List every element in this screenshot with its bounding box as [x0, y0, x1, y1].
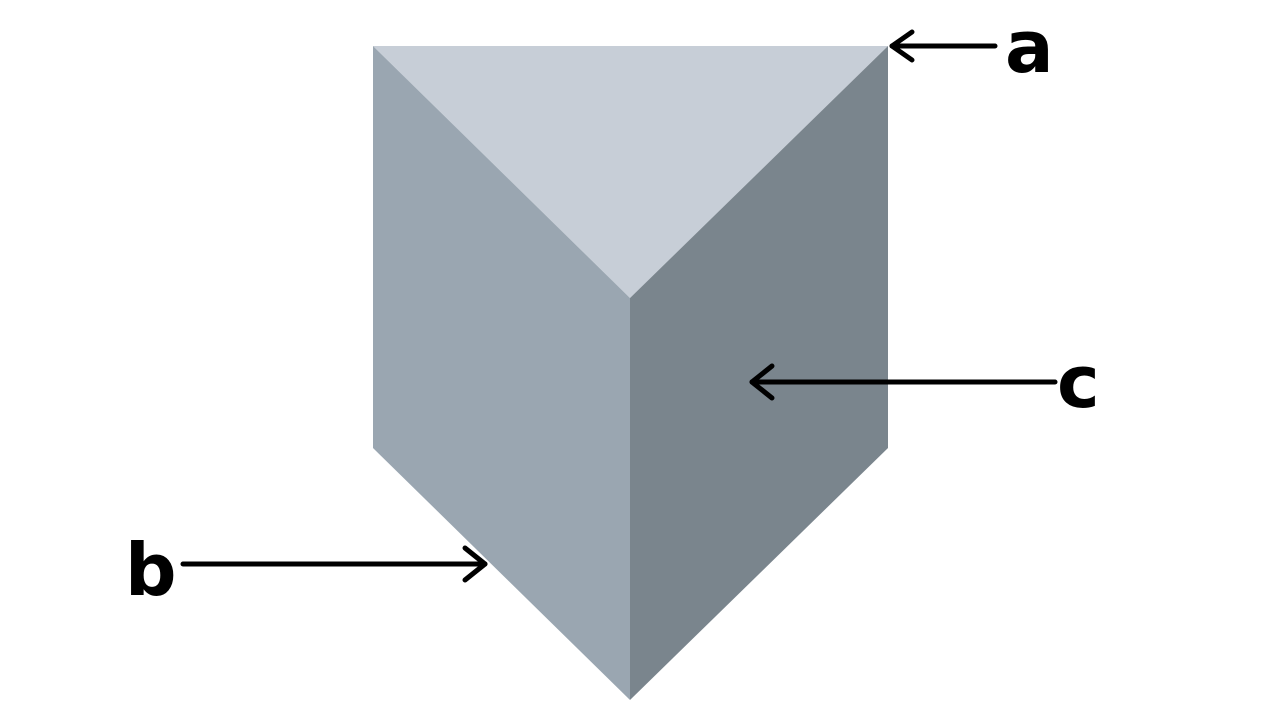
prism-left-face — [373, 46, 630, 700]
arrow-b — [180, 545, 488, 583]
label-b: b — [125, 528, 177, 612]
prism-top-face — [373, 46, 888, 298]
label-c: c — [1057, 340, 1100, 424]
prism-right-face — [630, 46, 888, 700]
arrow-c — [749, 363, 1058, 401]
arrow-a — [889, 29, 998, 63]
label-a: a — [1005, 5, 1054, 89]
